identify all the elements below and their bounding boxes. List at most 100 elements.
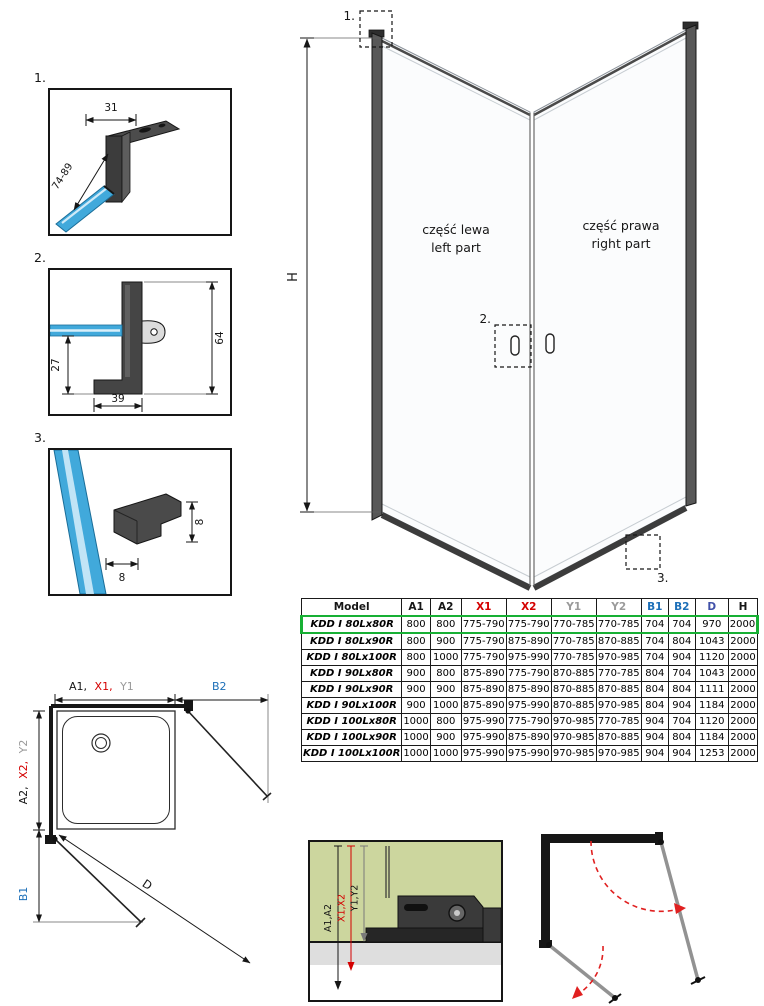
value-cell: 775-790	[460, 632, 507, 650]
swing-left-wall	[541, 834, 550, 940]
value-cell: 775-790	[505, 615, 552, 634]
value-cell: 1184	[694, 697, 729, 714]
plan-label-b1: B1	[17, 887, 30, 902]
value-cell: 1000	[401, 713, 431, 730]
value-cell: 975-990	[460, 713, 507, 730]
value-cell: 870-885	[595, 681, 642, 698]
value-cell: 704	[667, 615, 696, 634]
left-glass-panel	[381, 37, 531, 586]
value-cell: 2000	[727, 632, 759, 650]
value-cell: 900	[429, 632, 462, 650]
value-cell: 704	[640, 649, 669, 666]
callout-1-label: 1.	[344, 9, 355, 23]
dim-8-vertical: 8	[186, 501, 206, 543]
value-cell: 775-790	[505, 665, 552, 682]
dim-8v-label: 8	[194, 519, 206, 526]
model-cell: KDD I 90Lx80R	[300, 665, 403, 682]
value-cell: 1120	[694, 713, 729, 730]
section-dim-a: A1,A2	[323, 845, 342, 990]
value-cell: 2000	[727, 649, 759, 666]
value-cell: 875-890	[460, 697, 507, 714]
dim-74-89-label: 74-89	[50, 161, 75, 191]
column-header: A1	[401, 598, 431, 617]
detail-2-box: 27 39 64	[48, 268, 232, 416]
value-cell: 970-985	[550, 729, 597, 746]
right-wall-profile	[682, 21, 699, 507]
swing-door-left	[546, 942, 622, 1004]
value-cell: 900	[429, 681, 462, 698]
value-cell: 800	[401, 632, 431, 650]
detail-2-drawing: 27 39 64	[50, 281, 226, 412]
bottom-bracket-profile	[93, 281, 143, 395]
bottom-rail-mechanism	[365, 895, 502, 943]
dim-64: 64	[144, 281, 226, 395]
detail-1-box: 31 74-89	[48, 88, 232, 236]
value-cell: 875-890	[460, 665, 507, 682]
column-header: X2	[505, 598, 552, 617]
column-header: X1	[460, 598, 507, 617]
value-cell: 1000	[401, 729, 431, 746]
value-cell: 1253	[694, 745, 729, 762]
column-header: H	[727, 598, 759, 617]
value-cell: 970-985	[595, 649, 642, 666]
height-dimension: H	[286, 37, 380, 513]
value-cell: 2000	[727, 665, 759, 682]
section-dim-x: X1,X2	[337, 845, 355, 971]
value-cell: 970-985	[550, 713, 597, 730]
value-cell: 804	[667, 681, 696, 698]
plan-label-a2: A2,	[17, 786, 30, 804]
value-cell: 970-985	[550, 745, 597, 762]
value-cell: 1000	[429, 697, 462, 714]
plan-label-y1: Y1	[119, 680, 134, 693]
top-rail-left	[381, 39, 531, 117]
value-cell: 975-990	[460, 745, 507, 762]
value-cell: 2000	[727, 615, 760, 634]
value-cell: 870-885	[550, 697, 597, 714]
value-cell: 2000	[727, 729, 759, 746]
plan-label-y2: Y2	[17, 740, 30, 755]
bottom-rail-left	[380, 512, 532, 591]
right-part-label-en: right part	[592, 236, 651, 251]
value-cell: 1043	[694, 665, 729, 682]
section-label-x: X1,X2	[337, 894, 348, 922]
value-cell: 1120	[694, 649, 729, 666]
value-cell: 770-785	[550, 615, 597, 634]
swing-arc-right	[590, 840, 686, 914]
callout-1: 1.	[344, 9, 393, 48]
model-cell: KDD I 90Lx100R	[300, 697, 403, 714]
value-cell: 2000	[727, 745, 759, 762]
plan-label-b2: B2	[212, 680, 227, 693]
section-label-y: Y1,Y2	[350, 885, 361, 913]
value-cell: 1000	[401, 745, 431, 762]
value-cell: 875-890	[505, 681, 552, 698]
value-cell: 900	[429, 729, 462, 746]
value-cell: 970-985	[595, 697, 642, 714]
value-cell: 975-990	[460, 729, 507, 746]
right-door-handle	[545, 333, 555, 354]
glass-pane	[55, 185, 115, 233]
detail-1-drawing: 31 74-89	[50, 102, 181, 233]
main-isometric-drawing: H 1. 2. 3. część lewa left part część pr…	[286, 9, 699, 591]
value-cell: 800	[429, 615, 462, 634]
value-cell: 904	[667, 697, 696, 714]
value-cell: 904	[640, 729, 669, 746]
column-header: B2	[667, 598, 696, 617]
dim-8-horizontal: 8	[105, 558, 139, 584]
dim-64-label: 64	[214, 331, 226, 345]
value-cell: 1111	[694, 681, 729, 698]
value-cell: 870-885	[595, 632, 642, 650]
value-cell: 900	[401, 681, 431, 698]
plan-label-x2: X2,	[17, 761, 30, 779]
model-cell: KDD I 100Lx80R	[300, 713, 403, 730]
value-cell: 2000	[727, 697, 759, 714]
door-swing-schematic	[539, 832, 706, 1004]
value-cell: 770-785	[550, 649, 597, 666]
